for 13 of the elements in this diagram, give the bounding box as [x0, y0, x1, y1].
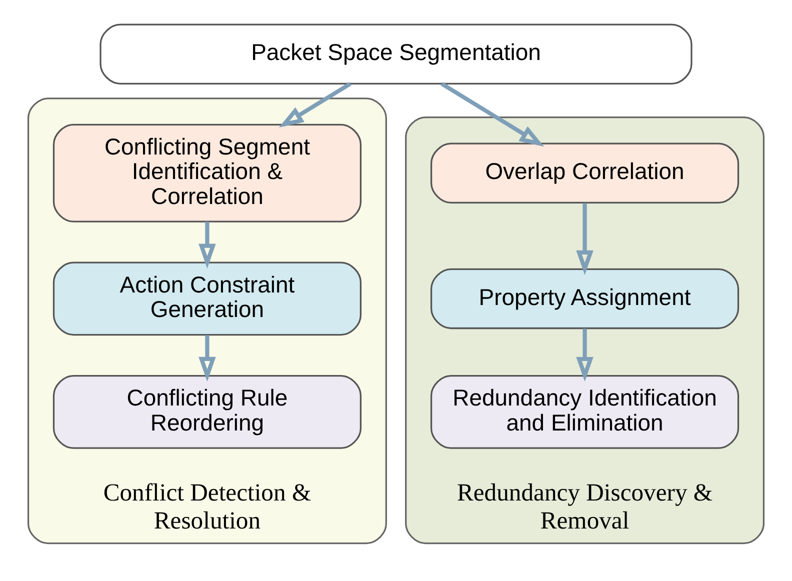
- node-box: Conflicting Rule Reordering: [52, 375, 362, 449]
- node-box: Conflicting Segment Identification & Correlation: [52, 124, 362, 222]
- arrow: [576, 328, 594, 382]
- node-box: Overlap Correlation: [430, 142, 740, 204]
- arrow: [278, 82, 352, 128]
- node-box: Action Constraint Generation: [52, 262, 362, 336]
- node-box: Packet Space Segmentation: [100, 24, 692, 84]
- arrow: [440, 82, 544, 147]
- arrow: [198, 335, 216, 382]
- arrow: [576, 203, 594, 276]
- arrow: [198, 222, 216, 268]
- node-box: Redundancy Identification and Elimination: [430, 375, 740, 449]
- node-box: Property Assignment: [430, 268, 740, 330]
